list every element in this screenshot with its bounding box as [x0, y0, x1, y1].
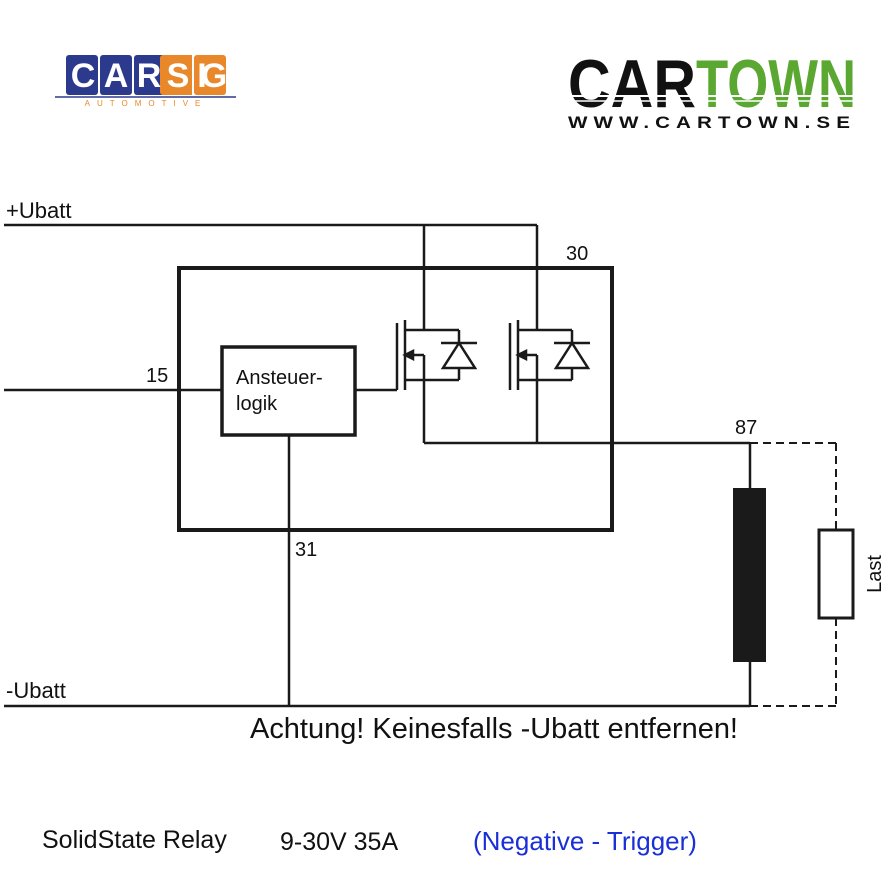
cartown-logo: CAR TOWN WWW.CARTOWN.SE: [568, 46, 856, 132]
svg-text:R: R: [137, 57, 162, 95]
terminal-15-label: 15: [146, 365, 168, 387]
positive-rail-label: +Ubatt: [6, 198, 71, 223]
negative-rail-label: -Ubatt: [6, 678, 66, 703]
dashed-load-wiring: [750, 442, 837, 707]
logic-block-line2: logik: [236, 393, 278, 415]
carsig-logo: C A R S I G AUTOMOTIVE: [55, 55, 236, 108]
logic-block: [220, 345, 357, 437]
svg-text:C: C: [71, 57, 96, 95]
mosfet-1: [395, 320, 478, 390]
svg-text:WWW.CARTOWN.SE: WWW.CARTOWN.SE: [568, 113, 856, 132]
caption-product: SolidState Relay: [42, 826, 227, 854]
svg-text:A: A: [104, 57, 129, 95]
svg-text:G: G: [201, 57, 227, 95]
load-resistor: [817, 528, 855, 620]
relay-housing: [177, 266, 614, 532]
caption-spec: 9-30V 35A: [280, 828, 398, 856]
svg-text:S: S: [167, 57, 190, 95]
mosfet-2: [508, 320, 591, 390]
load-coil: [733, 488, 766, 662]
caption-trigger: (Negative - Trigger): [473, 826, 697, 856]
svg-text:I: I: [197, 57, 206, 95]
load-label: Last: [864, 555, 886, 593]
logic-block-line1: Ansteuer-: [236, 367, 323, 389]
terminal-87-label: 87: [735, 417, 757, 439]
terminal-30-label: 30: [566, 243, 588, 265]
terminal-31-label: 31: [295, 539, 317, 561]
svg-text:AUTOMOTIVE: AUTOMOTIVE: [85, 99, 208, 108]
warning-text: Achtung! Keinesfalls -Ubatt entfernen!: [250, 713, 738, 745]
svg-text:TOWN: TOWN: [696, 46, 856, 122]
svg-text:CAR: CAR: [568, 46, 696, 122]
wires: [4, 223, 752, 708]
